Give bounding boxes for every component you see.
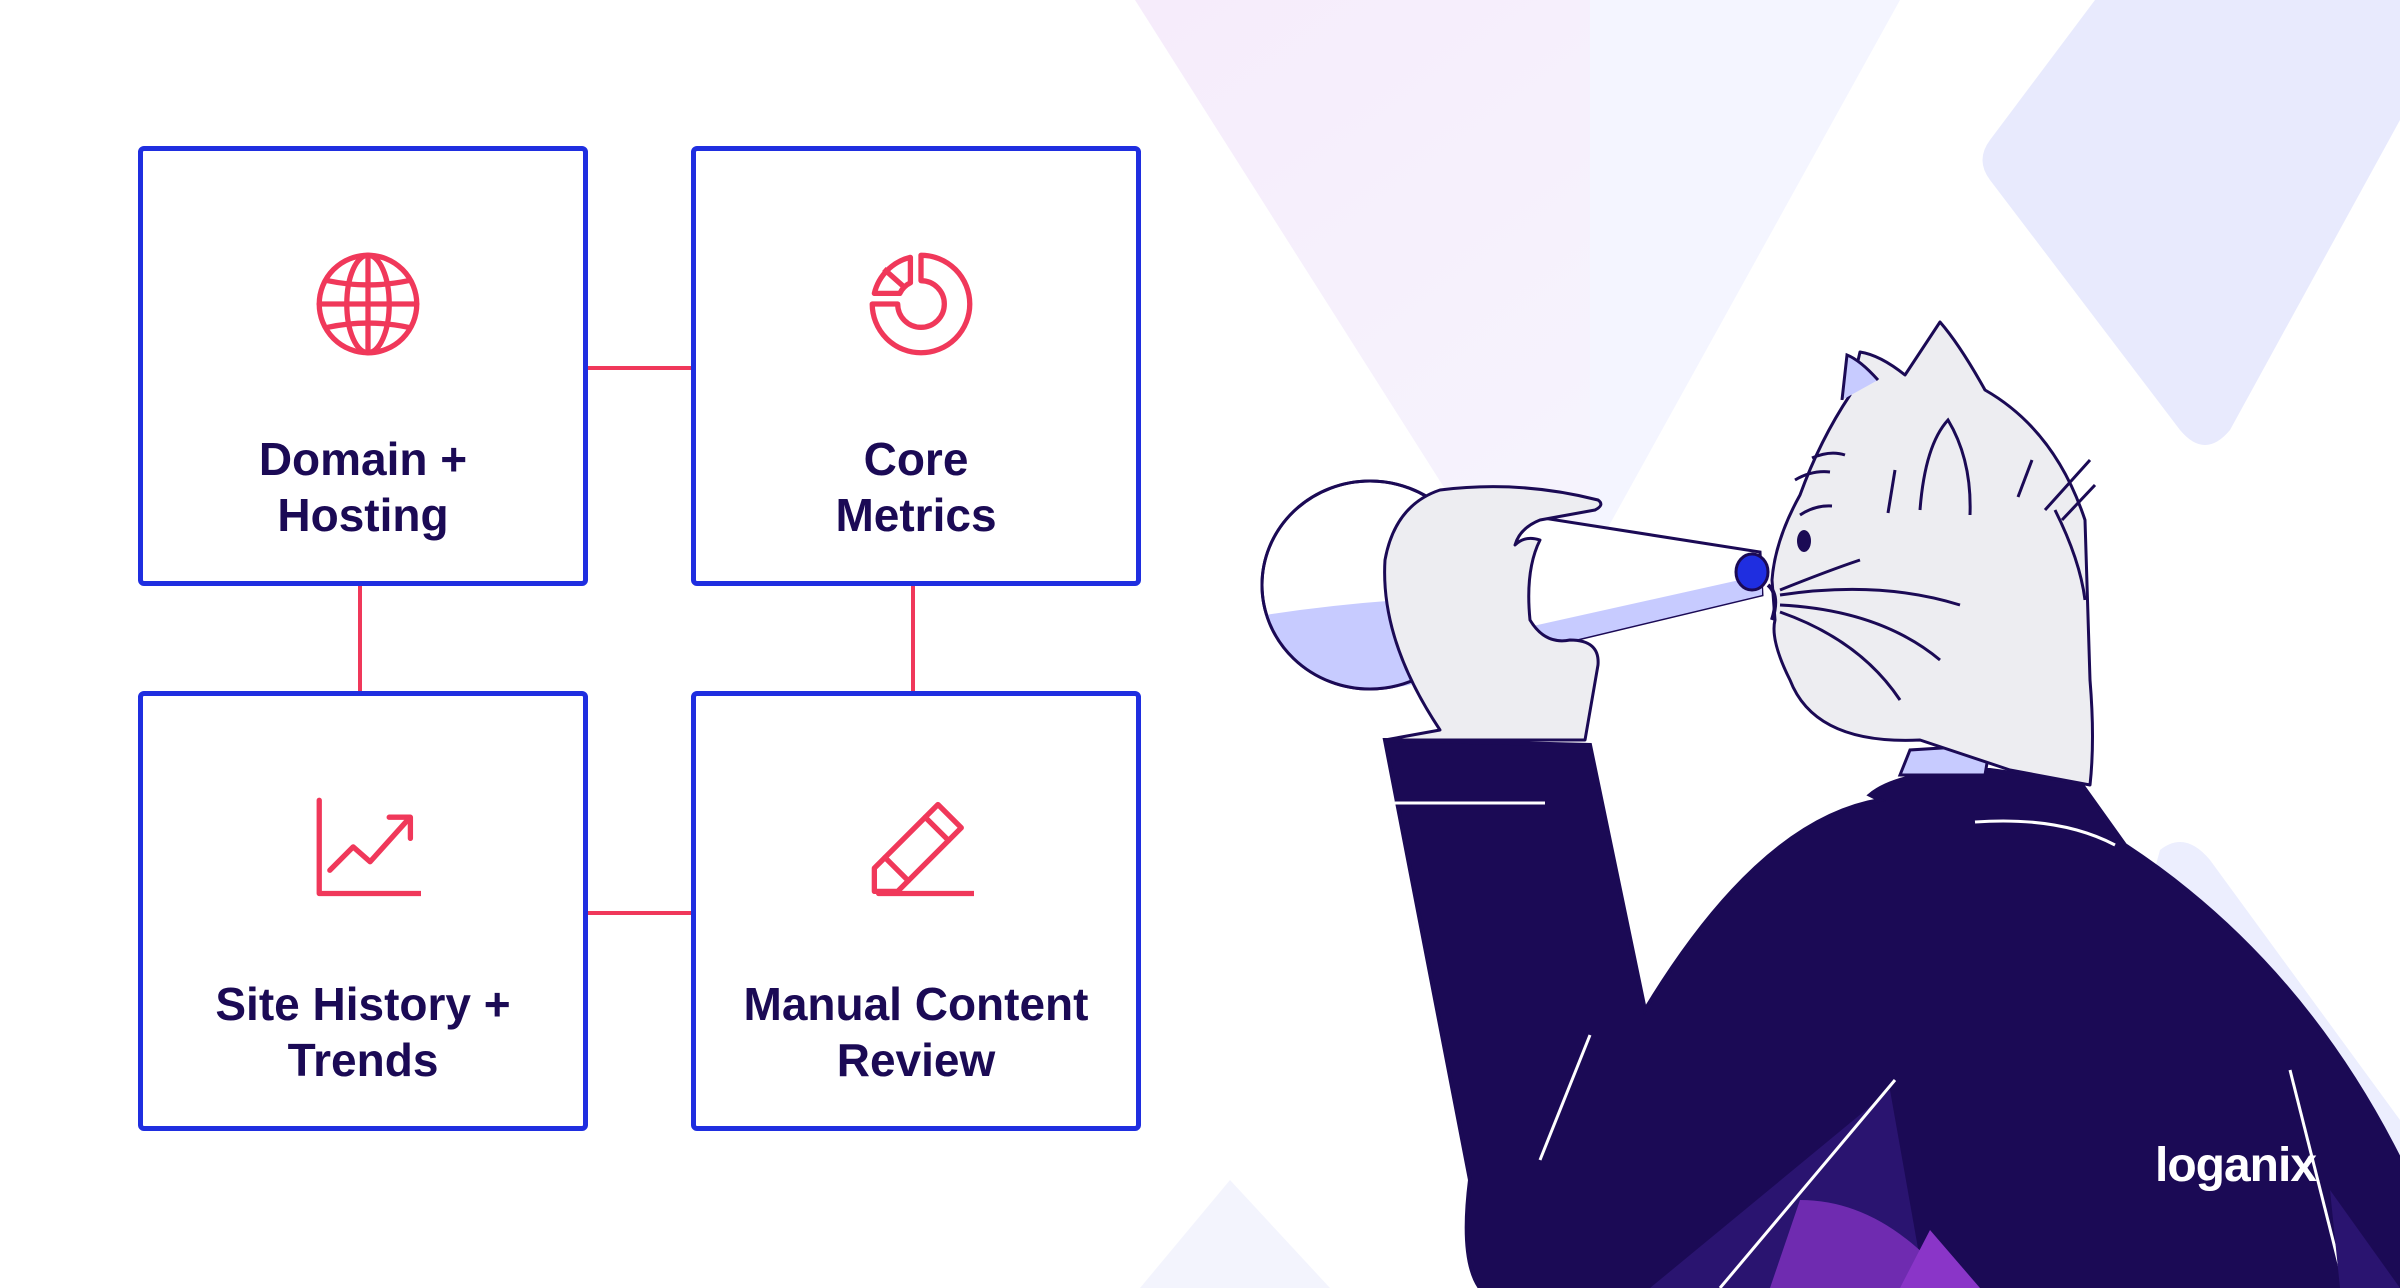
connector-bottom	[585, 911, 695, 915]
box-label: Site History + Trends	[215, 978, 511, 1086]
donut-chart-icon	[869, 252, 973, 356]
box-domain-hosting: Domain + Hosting	[138, 146, 588, 586]
box-core-metrics: Core Metrics	[691, 146, 1141, 586]
connector-top	[585, 366, 695, 370]
line-chart-icon	[316, 797, 421, 897]
box-label: Core Metrics	[835, 433, 997, 541]
box-label: Domain + Hosting	[258, 433, 468, 541]
cat-mascot-illustration	[1260, 320, 2400, 1288]
globe-icon	[316, 252, 420, 356]
pencil-icon	[871, 801, 974, 897]
box-manual-review: Manual Content Review	[691, 691, 1141, 1131]
box-label: Manual Content Review	[743, 978, 1089, 1086]
box-site-history: Site History + Trends	[138, 691, 588, 1131]
connector-right	[911, 585, 915, 695]
cat-head	[1770, 320, 2094, 787]
loganix-logo: loganix	[2155, 1139, 2317, 1192]
cat-paw	[1383, 485, 1603, 742]
connector-left	[358, 585, 362, 695]
